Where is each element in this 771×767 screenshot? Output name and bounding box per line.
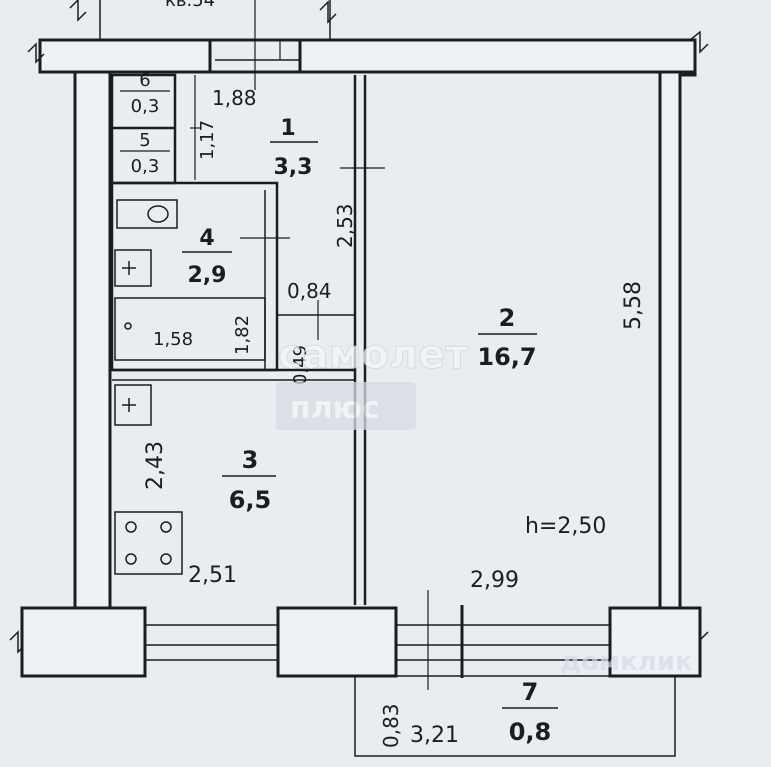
- stove-icon: [114, 511, 183, 575]
- kitchen-sink-icon: [114, 384, 152, 426]
- svg-text:0,3: 0,3: [131, 96, 160, 117]
- svg-text:2: 2: [499, 304, 516, 332]
- left-wall: [73, 70, 112, 614]
- svg-text:0,3: 0,3: [131, 156, 160, 177]
- dimension-label: 5,58: [621, 281, 646, 330]
- svg-text:1: 1: [280, 116, 295, 141]
- svg-text:5: 5: [139, 130, 150, 151]
- room-2-label: 2 16,7: [477, 304, 537, 371]
- windows: [145, 605, 610, 678]
- sink-icon: [114, 249, 152, 287]
- dimension-label: 2,51: [188, 563, 237, 588]
- room-3-label: 3 6,5: [222, 446, 276, 514]
- partitions: [110, 73, 367, 605]
- dimension-label: 0,83: [379, 703, 403, 748]
- dimension-label: 2,99: [470, 568, 519, 593]
- dimension-label: 0,84: [287, 279, 332, 303]
- svg-text:самолет: самолет: [278, 332, 469, 378]
- dimension-label: 0,49: [290, 345, 311, 385]
- right-wall: [658, 40, 697, 614]
- room-1-label: 1 3,3: [270, 116, 318, 180]
- dimension-lines: [190, 0, 429, 690]
- svg-text:4: 4: [199, 226, 214, 251]
- room-6-label: 6 0,3: [120, 70, 170, 117]
- dimension-label: 2,43: [143, 441, 168, 490]
- svg-text:0,8: 0,8: [509, 718, 552, 746]
- dimension-label: 1,88: [212, 86, 257, 110]
- svg-text:3,3: 3,3: [274, 155, 313, 180]
- svg-text:6: 6: [139, 70, 150, 91]
- svg-text:6,5: 6,5: [229, 486, 272, 514]
- dimension-label: 3,21: [410, 723, 459, 748]
- dimension-label: 1,82: [232, 315, 253, 355]
- bath-drain-icon: [124, 322, 132, 330]
- toilet-icon: [116, 199, 178, 229]
- svg-text:2,9: 2,9: [188, 263, 227, 288]
- watermark-logo: самолет плюс: [276, 332, 470, 430]
- watermark-corner: домклик: [560, 647, 693, 677]
- svg-text:3: 3: [242, 446, 259, 474]
- ceiling-height: h=2,50: [525, 514, 606, 539]
- svg-text:плюс: плюс: [290, 391, 380, 426]
- svg-text:16,7: 16,7: [477, 343, 536, 371]
- svg-text:7: 7: [522, 678, 539, 706]
- bottom-wall: [20, 606, 702, 678]
- room-7-label: 7 0,8: [502, 678, 558, 746]
- dimension-label: 2,53: [333, 203, 357, 248]
- room-4-label: 4 2,9: [182, 226, 232, 288]
- apartment-label: кв.54: [165, 0, 215, 11]
- dimension-label: 1,58: [153, 329, 193, 350]
- room-5-label: 5 0,3: [120, 130, 170, 177]
- balcony-outline: [354, 675, 676, 757]
- dimension-label: 1,17: [197, 120, 218, 160]
